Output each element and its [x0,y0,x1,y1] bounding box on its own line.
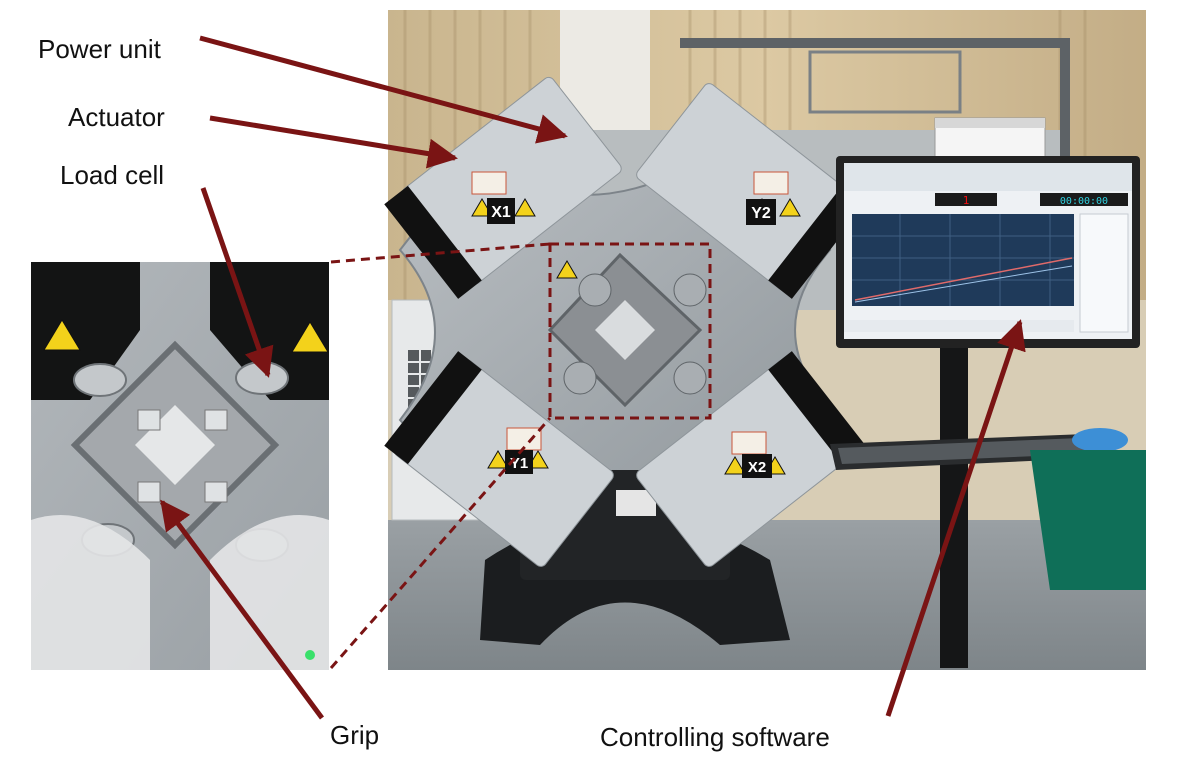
label-controlling-software: Controlling software [600,722,830,752]
label-actuator: Actuator [68,102,165,132]
main-photo: X1 Y2 Y1 X2 1 00:00:00 [384,10,1146,670]
actuator-tag-y1: Y1 [510,455,528,472]
label-grip: Grip [330,720,380,750]
screen-counter: 1 [963,194,970,207]
actuator-tag-x2: X2 [748,459,766,476]
zoom-region-box [548,242,712,420]
arrow-controlling-software [885,319,1026,717]
arrow-grip [159,499,325,720]
zoom-connector-bottom [329,417,552,669]
zoom-connector-top [330,242,551,264]
zoom-inset-photo [31,262,329,670]
actuator-tag-y2: Y2 [751,205,771,222]
arrow-load-cell [200,187,274,378]
screen-timer: 00:00:00 [1060,196,1108,207]
actuator-tag-x1-top: X1 [491,204,511,221]
arrow-power-unit [199,35,568,144]
label-load-cell: Load cell [60,160,165,190]
arrow-actuator [209,115,458,169]
label-power-unit: Power unit [38,34,161,64]
